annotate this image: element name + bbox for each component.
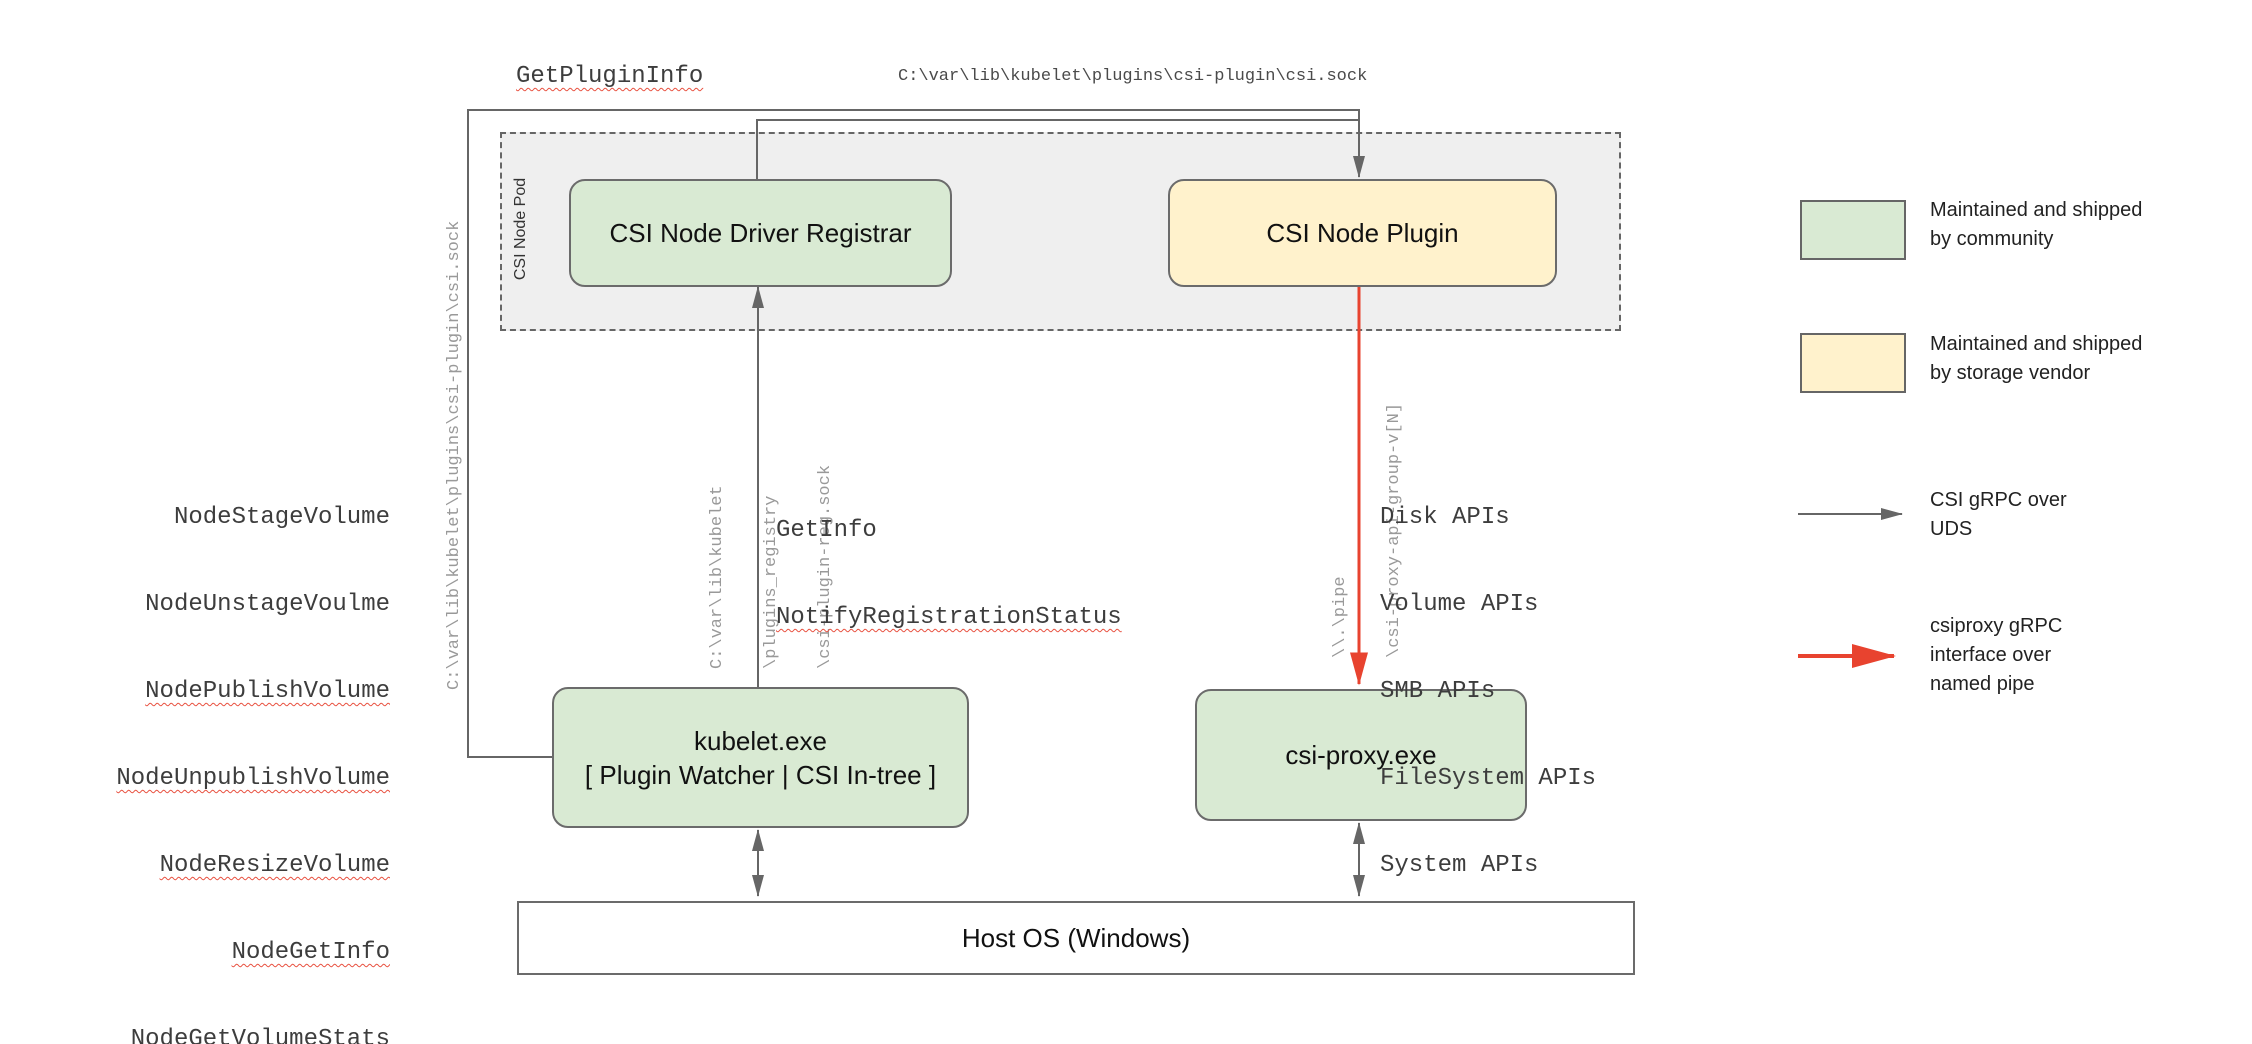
- legend-vendor-swatch: [1800, 333, 1906, 393]
- csi-sock-vertical-label: C:\var\lib\kubelet\plugins\csi-plugin\cs…: [445, 220, 464, 690]
- proxy-api-list: Disk APIs Volume APIs SMB APIs FileSyste…: [1380, 445, 1596, 938]
- legend-uds-label: CSI gRPC over UDS: [1930, 486, 2067, 544]
- proxy-api: System APIs: [1380, 852, 1539, 879]
- node-method: NodeStageVolume: [173, 504, 390, 531]
- node-method: NodeUnstageVoulme: [145, 591, 390, 618]
- legend-uds-line: CSI gRPC over: [1930, 489, 2067, 511]
- named-pipe-vertical-label: \\.\pipe \csi-proxy-api-group-v[N]: [1296, 398, 1404, 658]
- legend-community-label: Maintained and shipped by community: [1930, 196, 2142, 254]
- legend-namedpipe-line: named pipe: [1930, 673, 2035, 695]
- csi-node-driver-registrar-box: CSI Node Driver Registrar: [569, 179, 952, 287]
- legend-vendor-label: Maintained and shipped by storage vendor: [1930, 330, 2142, 388]
- wire-registrar-to-plugin-join: [756, 119, 1359, 179]
- legend-namedpipe-label: csiproxy gRPC interface over named pipe: [1930, 612, 2062, 699]
- kubelet-label-line2: [ Plugin Watcher | CSI In-tree ]: [584, 759, 937, 790]
- legend-community-swatch: [1800, 200, 1906, 260]
- kubelet-box: kubelet.exe [ Plugin Watcher | CSI In-tr…: [552, 687, 969, 828]
- named-pipe-line: \\.\pipe: [1331, 576, 1350, 658]
- host-os-label: Host OS (Windows): [961, 922, 1191, 953]
- legend-uds-line: UDS: [1930, 518, 1973, 540]
- legend-community-line: by community: [1930, 228, 2054, 250]
- proxy-api: SMB APIs: [1380, 678, 1496, 705]
- notify-registration-status-label: NotifyRegistrationStatus: [776, 604, 1122, 631]
- registration-calls-label: GetInfo NotifyRegistrationStatus: [776, 458, 1122, 690]
- node-method: NodeGetVolumeStats: [130, 1026, 390, 1044]
- legend-namedpipe-line: csiproxy gRPC: [1930, 615, 2063, 637]
- proxy-api: FileSystem APIs: [1380, 765, 1597, 792]
- wire-kubelet-to-plugin-csisock: [467, 109, 1365, 758]
- legend-community-line: Maintained and shipped: [1930, 199, 2143, 221]
- csi-proxy-label: csi-proxy.exe: [1285, 740, 1437, 770]
- csi-node-driver-registrar-label: CSI Node Driver Registrar: [609, 218, 912, 248]
- proxy-api: Volume APIs: [1380, 591, 1539, 618]
- node-method: NodeUnpublishVolume: [116, 765, 390, 792]
- get-info-label: GetInfo: [776, 517, 877, 544]
- legend-vendor-line: Maintained and shipped: [1930, 333, 2143, 355]
- legend-vendor-line: by storage vendor: [1930, 362, 2091, 384]
- kubelet-label-line1: kubelet.exe: [694, 725, 827, 756]
- node-method: NodePublishVolume: [145, 678, 390, 705]
- node-method: NodeResizeVolume: [159, 852, 390, 879]
- legend-namedpipe-line: interface over: [1930, 644, 2052, 666]
- get-plugin-info-label: GetPluginInfo: [516, 63, 704, 90]
- host-os-box: Host OS (Windows): [517, 901, 1635, 975]
- csi-node-plugin-label: CSI Node Plugin: [1266, 218, 1459, 248]
- node-method-list: NodeStageVolume NodeUnstageVoulme NodePu…: [95, 445, 390, 1044]
- node-method: NodeGetInfo: [231, 939, 390, 966]
- csi-node-plugin-box: CSI Node Plugin: [1168, 179, 1557, 287]
- csi-sock-path-label: C:\var\lib\kubelet\plugins\csi-plugin\cs…: [898, 67, 1368, 86]
- csi-proxy-box: csi-proxy.exe: [1195, 689, 1527, 821]
- proxy-api: Disk APIs: [1380, 504, 1510, 531]
- registry-sock-vertical-label: C:\var\lib\kubelet \plugins_registry \cs…: [673, 461, 835, 669]
- registry-sock-line: C:\var\lib\kubelet: [708, 485, 727, 669]
